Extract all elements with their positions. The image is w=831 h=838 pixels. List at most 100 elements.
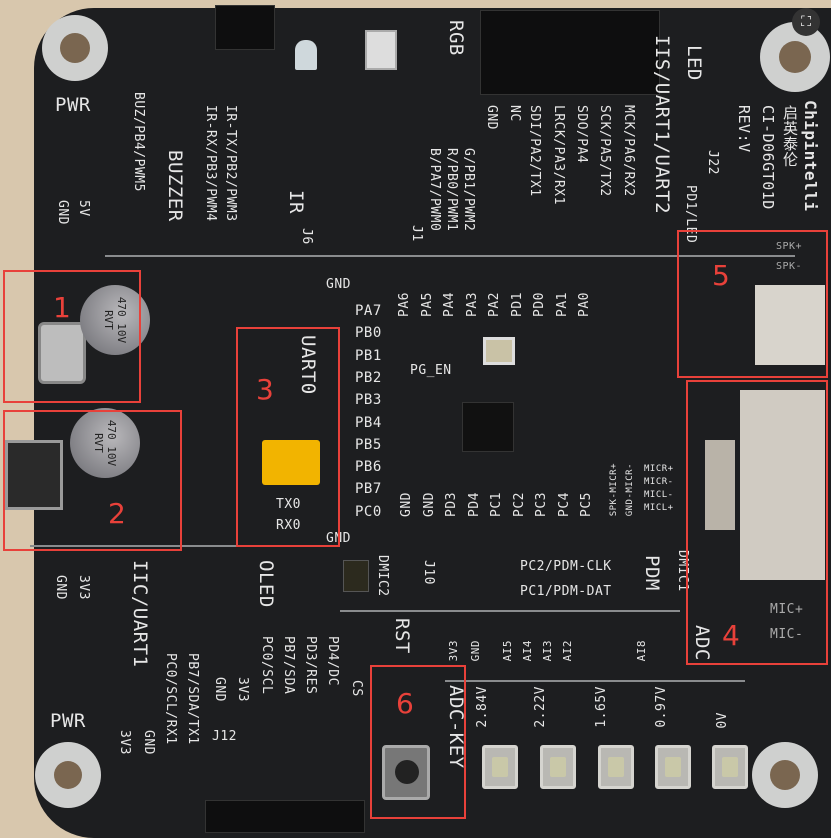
adc-key-button[interactable] xyxy=(540,745,576,789)
divider xyxy=(445,680,745,682)
adc-key-button[interactable] xyxy=(655,745,691,789)
annotation-box-4 xyxy=(686,380,828,665)
annotation-number: 1 xyxy=(53,291,71,324)
iis-title: IIS/UART1/UART2 xyxy=(651,35,673,215)
ir-receiver xyxy=(215,5,275,50)
crystal xyxy=(483,337,515,365)
pin-label: GND xyxy=(484,105,499,130)
uart0-jumper[interactable] xyxy=(262,440,320,485)
pin-label: PA6 xyxy=(397,292,412,317)
power-switch[interactable] xyxy=(5,440,63,510)
adc-title: ADC xyxy=(691,625,713,661)
mcu-chip xyxy=(462,402,514,452)
pin-label: PC1 xyxy=(489,492,504,517)
pin-label: PA2 xyxy=(487,292,502,317)
uart0-title: UART0 xyxy=(297,335,319,395)
connector-label: J12 xyxy=(212,729,237,744)
pin-label: PA5 xyxy=(419,292,435,317)
pin-label: PB1 xyxy=(355,347,382,364)
annotation-number: 5 xyxy=(712,259,730,292)
led-title: LED xyxy=(683,45,705,81)
pin-label: 3V3 xyxy=(76,575,91,600)
pin-label: GND xyxy=(141,730,156,755)
pin-label: PC3 xyxy=(534,492,549,517)
pin-label: GND xyxy=(469,640,482,662)
pin-label: SCK/PA5/TX2 xyxy=(597,105,612,197)
adc-key-button[interactable] xyxy=(712,745,748,789)
usb-c-port[interactable] xyxy=(38,322,86,384)
buzzer-title: BUZZER xyxy=(164,150,186,222)
pcb-board xyxy=(34,8,831,838)
mic-pin: MICL- xyxy=(644,490,674,500)
pin-label: PD1/LED xyxy=(683,185,698,244)
pin-label: PA3 xyxy=(464,292,480,317)
pin-label: PD3/RES xyxy=(303,636,318,695)
pin-label: R/PB0/PWM1 xyxy=(444,148,459,232)
pin-label: G/PB1/PWM2 xyxy=(461,148,476,232)
pg-en-label: PG_EN xyxy=(410,363,452,378)
annotation-number: 2 xyxy=(108,497,126,530)
pin-label: SDI/PA2/TX1 xyxy=(527,105,542,197)
voltage-label: 0.97V xyxy=(654,686,669,728)
mounting-hole xyxy=(760,22,830,92)
pin-label: TX0 xyxy=(276,497,301,512)
pwr-label: PWR xyxy=(50,710,86,732)
pin-label: 5V xyxy=(76,200,91,217)
revision-label: REV:V xyxy=(735,105,753,153)
pdm-title: PDM xyxy=(641,555,663,591)
mounting-hole xyxy=(42,15,108,81)
pin-label: PC4 xyxy=(556,492,572,517)
pin-label: PA7 xyxy=(355,303,382,319)
model-label: CI-D06GT01D xyxy=(759,105,777,210)
iic-title: IIC/UART1 xyxy=(129,560,151,668)
pin-label: GND xyxy=(421,492,437,517)
pin-label: GND xyxy=(399,492,414,517)
pin-label: PA1 xyxy=(554,292,570,317)
pin-label: CS xyxy=(349,680,364,697)
pin-label: AI5 xyxy=(501,640,514,662)
speaker-connector xyxy=(755,285,825,365)
pin-label: RX0 xyxy=(276,518,301,533)
mic-pin: MICR- xyxy=(644,477,674,487)
voltage-label: 0V xyxy=(715,712,730,729)
pin-label: PD1 xyxy=(509,292,525,317)
pin-label: PC5 xyxy=(579,492,594,517)
speaker-pin: SPK- xyxy=(776,261,803,272)
expand-icon[interactable]: ⛶ xyxy=(792,8,820,36)
pin-label: PC2 xyxy=(511,492,527,517)
pin-label: PD4/DC xyxy=(325,636,340,686)
adc-key-button[interactable] xyxy=(598,745,634,789)
pin-label: PB3 xyxy=(355,392,382,409)
pin-label: PB0 xyxy=(355,325,382,342)
annotation-box-5 xyxy=(677,230,828,378)
divider xyxy=(105,255,795,257)
pin-label: IR-TX/PB2/PWM3 xyxy=(223,105,238,222)
pin-label: PA0 xyxy=(577,292,592,317)
pin-label: PC2/PDM-CLK xyxy=(520,559,612,574)
mic-pin: MICR+ xyxy=(644,464,674,474)
pin-label: AI8 xyxy=(635,640,648,662)
annotation-box-3 xyxy=(236,327,340,547)
mic-pin: MIC- xyxy=(770,627,804,642)
pin-label: GND xyxy=(53,575,68,600)
reset-button[interactable] xyxy=(382,745,430,800)
ir-led xyxy=(295,40,317,70)
pin-label: PB7 xyxy=(355,481,382,498)
voltage-label: 2.84V xyxy=(475,686,490,728)
pin-label: PD4 xyxy=(466,492,482,517)
rgb-led xyxy=(365,30,397,70)
speaker-pin: SPK+ xyxy=(776,241,803,252)
voltage-label: 2.22V xyxy=(533,686,548,728)
pin-label: PD0 xyxy=(532,292,547,317)
pin-label: PB2 xyxy=(355,369,382,386)
adc-key-button[interactable] xyxy=(482,745,518,789)
pin-label: 3V3 xyxy=(235,677,250,702)
pin-label: PB7/SDA xyxy=(281,636,296,695)
mic-pin: MIC+ xyxy=(770,602,804,617)
pin-label: AI2 xyxy=(561,640,574,662)
connector-label: J1 xyxy=(409,225,424,242)
pin-label: 3V3 xyxy=(117,730,132,755)
pin-label: BUZ/PB4/PWM5 xyxy=(131,92,146,192)
rgb-title: RGB xyxy=(445,20,467,56)
pin-label: PB7/SDA/TX1 xyxy=(185,653,200,745)
